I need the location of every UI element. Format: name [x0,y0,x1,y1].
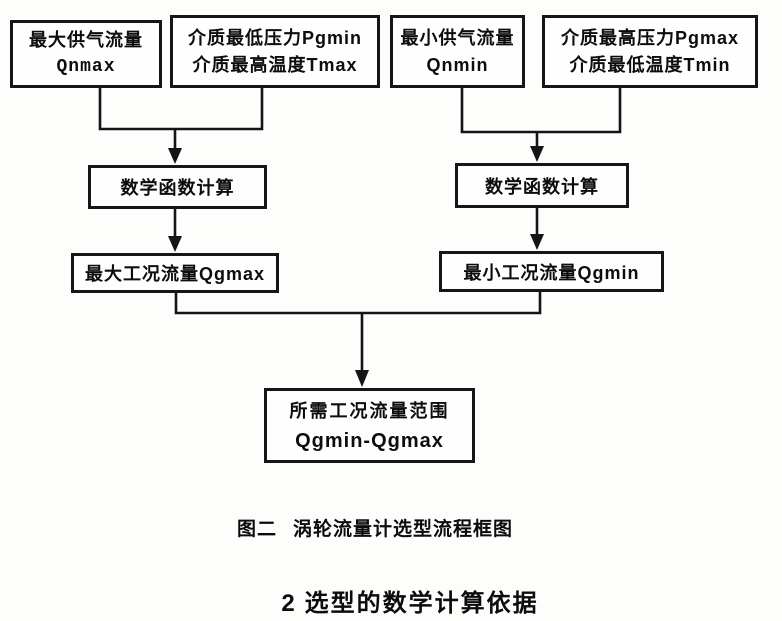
box-math-function-calc-right: 数学函数计算 [455,163,629,208]
connector-topright [460,88,622,149]
figure-caption: 图二涡轮流量计选型流程框图 [80,514,670,541]
required-flow-range-label: 所需工况流量范围 [289,400,450,421]
figure-caption-number: 图二 [236,519,277,540]
box-max-temp-label: 介质最高温度Tmax [192,54,358,75]
arrowhead-qgmin [530,234,544,250]
arrowhead-calcright [530,146,544,162]
box-min-pressure-label: 介质最低压力Pgmin [187,27,362,48]
box-min-supply-flow: 最小供气流量 Qnmin [390,15,525,88]
box-max-supply-flow: 最大供气流量 Qnmax [10,20,162,88]
math-function-calc-left-label: 数学函数计算 [120,178,235,198]
connector-topleft [98,88,264,151]
connector-bottom-merge [174,292,542,372]
arrowhead-qgmax [168,236,182,252]
box-max-supply-flow-symbol: Qnmax [56,57,116,77]
section-heading-number: 2 [281,590,295,617]
box-max-pressure-label: 介质最高压力Pgmax [560,27,740,48]
section-heading-text: 选型的数学计算依据 [304,590,539,617]
figure-caption-text: 涡轮流量计选型流程框图 [293,519,514,540]
box-math-function-calc-left: 数学函数计算 [88,165,267,209]
required-flow-range-symbol: Qgmin-Qgmax [295,429,444,452]
math-function-calc-right-label: 数学函数计算 [485,176,599,197]
box-max-pressure-min-temp: 介质最高压力Pgmax 介质最低温度Tmin [542,15,758,88]
box-required-flow-range: 所需工况流量范围 Qgmin-Qgmax [264,388,475,463]
section-heading: 2 选型的数学计算依据 [120,583,700,618]
max-operating-flow-label: 最大工况流量Qgmax [84,264,266,284]
box-min-operating-flow: 最小工况流量Qgmin [439,251,664,292]
box-max-supply-flow-label: 最大供气流量 [29,30,143,50]
box-min-supply-flow-symbol: Qnmin [426,54,489,75]
arrowhead-result [355,370,369,387]
box-min-pressure-max-temp: 介质最低压力Pgmin 介质最高温度Tmax [170,15,380,88]
box-max-operating-flow: 最大工况流量Qgmax [71,253,279,293]
min-operating-flow-label: 最小工况流量Qgmin [463,262,640,283]
box-min-supply-flow-label: 最小供气流量 [400,27,515,48]
box-min-temp-label: 介质最低温度Tmin [569,54,731,75]
arrowhead-calcleft [168,148,182,164]
